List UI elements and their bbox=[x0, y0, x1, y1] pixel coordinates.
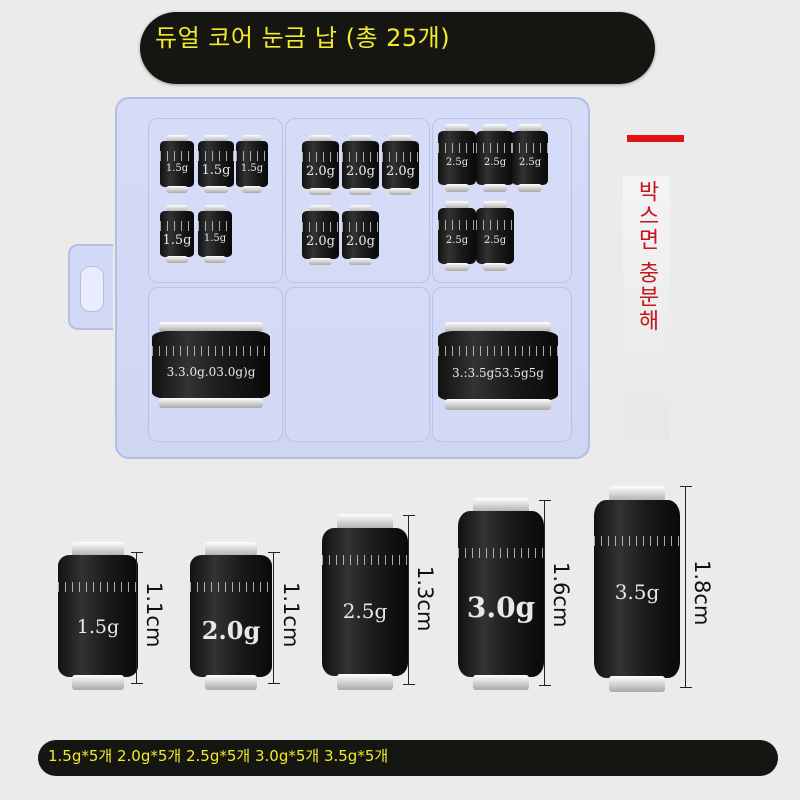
box-weight-group: 3.3.0g.03.0g)g bbox=[152, 322, 270, 408]
box-weight-group: 3.:3.5g53.5g5g bbox=[438, 322, 558, 410]
box-weight: 2.5g bbox=[476, 201, 514, 271]
box-weight: 1.5g bbox=[236, 135, 268, 193]
height-marker bbox=[680, 486, 692, 688]
box-weight: 2.0g bbox=[302, 135, 339, 195]
box-weight: 1.5g bbox=[198, 135, 234, 193]
box-tab-hole bbox=[80, 266, 104, 312]
caption-banner bbox=[38, 740, 778, 776]
height-marker bbox=[131, 552, 143, 684]
product-weight-4: 3.0g bbox=[458, 498, 544, 690]
box-weight: 2.0g bbox=[382, 135, 419, 195]
box-weight: 1.5g bbox=[160, 135, 194, 193]
height-label: 1.1cm bbox=[142, 582, 166, 648]
page-title: 듀얼 코어 눈금 납 (총 25개) bbox=[155, 24, 451, 52]
box-weight: 2.5g bbox=[476, 124, 514, 192]
product-weight-3: 2.5g bbox=[322, 514, 408, 690]
box-weight: 2.5g bbox=[512, 124, 548, 192]
box-weight: 2.5g bbox=[438, 124, 476, 192]
product-weight-1: 1.5g bbox=[58, 542, 138, 690]
note-panel bbox=[623, 176, 670, 441]
box-weight: 2.5g bbox=[438, 201, 476, 271]
red-accent-bar bbox=[627, 135, 684, 142]
height-label: 1.6cm bbox=[549, 562, 573, 628]
height-label: 1.1cm bbox=[279, 582, 303, 648]
height-marker bbox=[268, 552, 280, 684]
title-banner bbox=[140, 12, 655, 84]
caption-text: 1.5g*5개 2.0g*5개 2.5g*5개 3.0g*5개 3.5g*5개 bbox=[48, 747, 389, 765]
height-label: 1.3cm bbox=[413, 566, 437, 632]
box-weight: 2.0g bbox=[302, 205, 339, 265]
side-note: 박스면 충분해 bbox=[634, 180, 659, 333]
box-weight: 2.0g bbox=[342, 135, 379, 195]
height-marker bbox=[539, 500, 551, 686]
box-tab bbox=[68, 244, 113, 330]
box-weight: 2.0g bbox=[342, 205, 379, 265]
height-label: 1.8cm bbox=[690, 560, 714, 626]
height-marker bbox=[403, 515, 415, 685]
product-weight-5: 3.5g bbox=[594, 486, 680, 692]
box-weight: 1.5g bbox=[160, 205, 194, 263]
compartment-5 bbox=[285, 287, 430, 442]
product-weight-2: 2.0g bbox=[190, 542, 272, 690]
box-weight: 1.5g bbox=[198, 205, 232, 263]
